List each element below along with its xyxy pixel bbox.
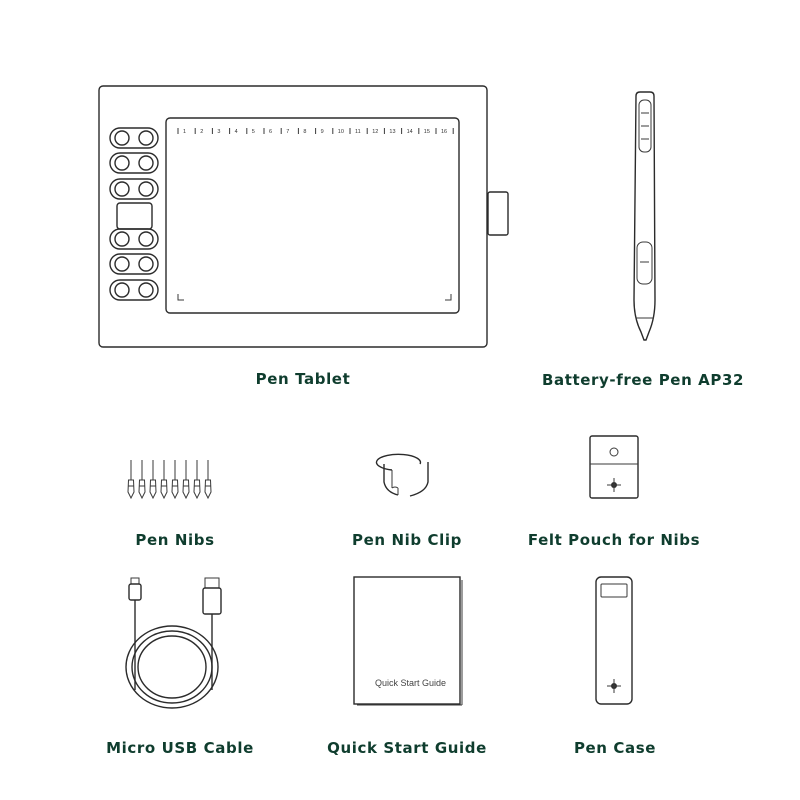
ruler-number: 4 [235,129,238,135]
logo-icon [607,679,621,693]
express-key-pair [109,279,159,301]
pen-nib [193,460,201,500]
express-key-pair [109,152,159,174]
pen-nibs-label: Pen Nibs [135,531,215,549]
express-key-pair [109,253,159,275]
battery-free-pen-label: Battery-free Pen AP32 [541,371,745,389]
ruler-number: 15 [424,129,430,135]
express-key-pair [109,178,159,200]
pen-nib-clip-label: Pen Nib Clip [352,531,462,549]
express-keys [109,127,159,301]
ruler-number: 1 [183,129,186,135]
ruler-number: 2 [200,129,203,135]
pen-nib [182,460,190,500]
ruler-number: 7 [286,129,289,135]
pen-nib [127,460,135,500]
guide-cover-text: Quick Start Guide [375,678,447,688]
micro-usb-cable-label: Micro USB Cable [106,739,254,757]
ruler-number: 13 [389,129,395,135]
ruler-number: 8 [303,129,306,135]
ruler-number: 12 [372,129,378,135]
pen-nib [160,460,168,500]
pen-case-label: Pen Case [573,739,657,757]
ruler-number: 6 [269,129,272,135]
ruler-number: 9 [321,129,324,135]
pen-tablet-label: Pen Tablet [255,370,351,388]
felt-pouch-label: Felt Pouch for Nibs [527,531,701,549]
ruler-number: 14 [407,129,413,135]
pen-nib [171,460,179,500]
express-key-pair [109,127,159,149]
ruler-number: 11 [355,129,361,135]
ruler-number: 10 [338,129,344,135]
pen-nib [149,460,157,500]
quick-start-guide-label: Quick Start Guide [327,739,487,757]
ruler-number: 3 [217,129,220,135]
ruler-number: 5 [252,129,255,135]
express-key-center [116,202,153,230]
pen-nib [138,460,146,500]
ruler-number: 16 [441,129,447,135]
logo-icon [607,478,621,492]
pen-nib [204,460,212,500]
